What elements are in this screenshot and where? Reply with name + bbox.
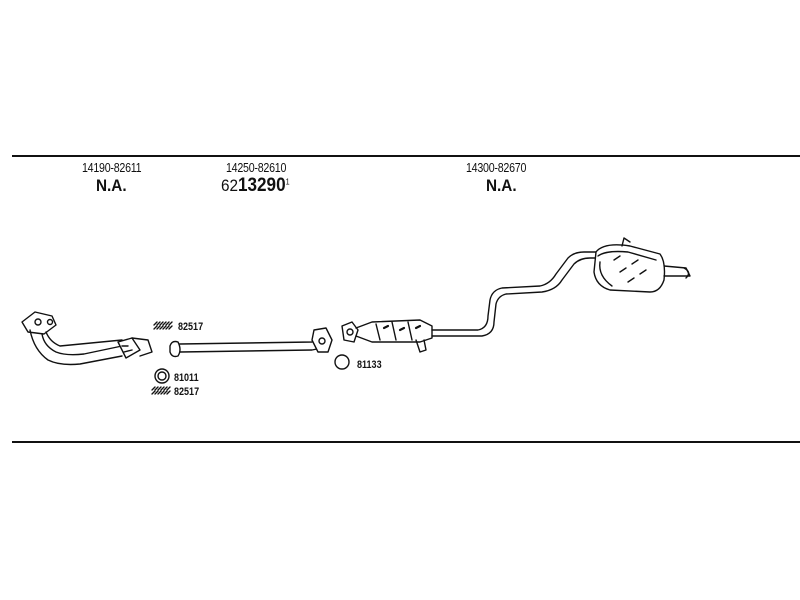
callout-clamp-top: 82517	[178, 321, 204, 333]
callout-gasket-rear: 81133	[357, 359, 382, 371]
gasket-rear-glyph	[334, 354, 350, 370]
bottom-divider	[12, 441, 800, 443]
gasket-front-glyph	[154, 368, 170, 384]
part-number-front-pipe: 14190-82611	[82, 160, 142, 175]
rear-section-drawing	[341, 237, 691, 353]
callout-clamp-bottom: 82517	[174, 386, 200, 398]
front-pipe-drawing	[21, 311, 153, 366]
part-number-rear-section: 14300-82670	[466, 160, 527, 175]
order-prefix: 62	[221, 176, 239, 195]
clamp-top-glyph	[153, 321, 173, 330]
center-pipe-drawing	[169, 327, 333, 358]
order-main: 13290	[238, 175, 286, 196]
status-front-pipe: N.A.	[96, 176, 127, 195]
callout-gasket-front: 81011	[174, 372, 199, 384]
order-suffix: 1	[285, 177, 290, 187]
clamp-bottom-glyph	[151, 386, 171, 395]
status-rear-section: N.A.	[486, 176, 517, 195]
order-number-center-pipe: 62132901	[221, 175, 290, 197]
top-divider	[12, 155, 800, 157]
part-number-center-pipe: 14250-82610	[226, 160, 287, 175]
